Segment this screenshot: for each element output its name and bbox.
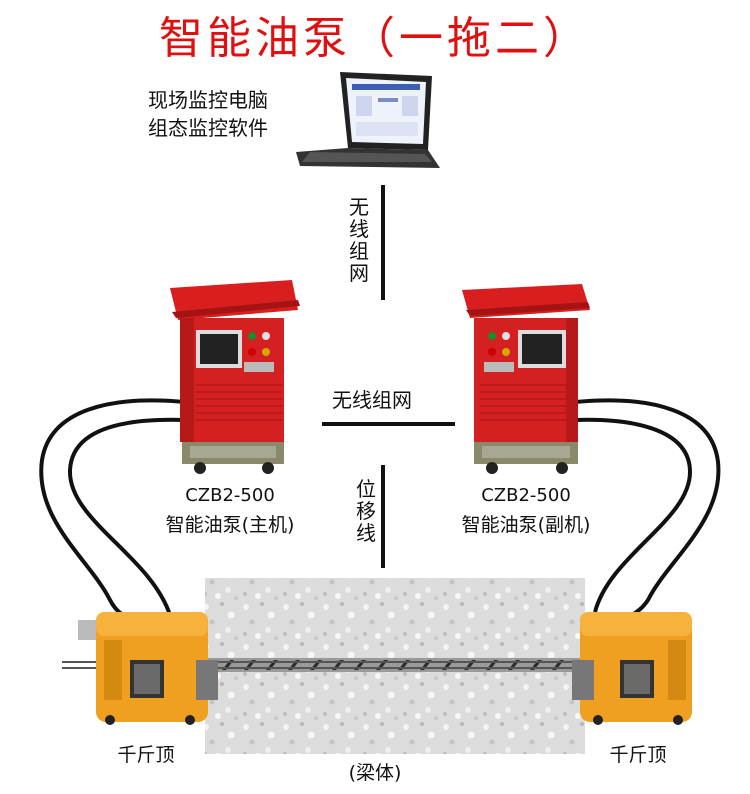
jack-right-label: 千斤顶 [609, 744, 667, 766]
hose-right-outer [574, 398, 721, 620]
wireless-label-vertical: 无线组网 [349, 195, 369, 285]
jack-right [572, 612, 692, 725]
pump-master-name: 智能油泵(主机) [165, 514, 295, 536]
pump-slave-name: 智能油泵(副机) [461, 514, 591, 536]
hose-right-inner [574, 417, 693, 613]
jack-left [78, 612, 218, 725]
pump-master [170, 280, 300, 474]
pump-slave [462, 284, 590, 474]
laptop-label-line2: 组态监控软件 [148, 116, 268, 140]
wireless-label-horizontal: 无线组网 [332, 388, 412, 412]
laptop-label-line1: 现场监控电脑 [148, 88, 268, 112]
strand [150, 658, 620, 672]
hose-left-inner [67, 417, 186, 616]
pump-master-model: CZB2-500 [185, 485, 275, 506]
displacement-label: 位移线 [356, 477, 376, 545]
hose-left-outer [39, 398, 186, 620]
jack-left-label: 千斤顶 [117, 744, 175, 766]
pump-slave-model: CZB2-500 [481, 485, 571, 506]
laptop [296, 72, 440, 168]
beam-label: (梁体) [348, 762, 402, 784]
page-title: 智能油泵（一拖二） [159, 13, 591, 64]
